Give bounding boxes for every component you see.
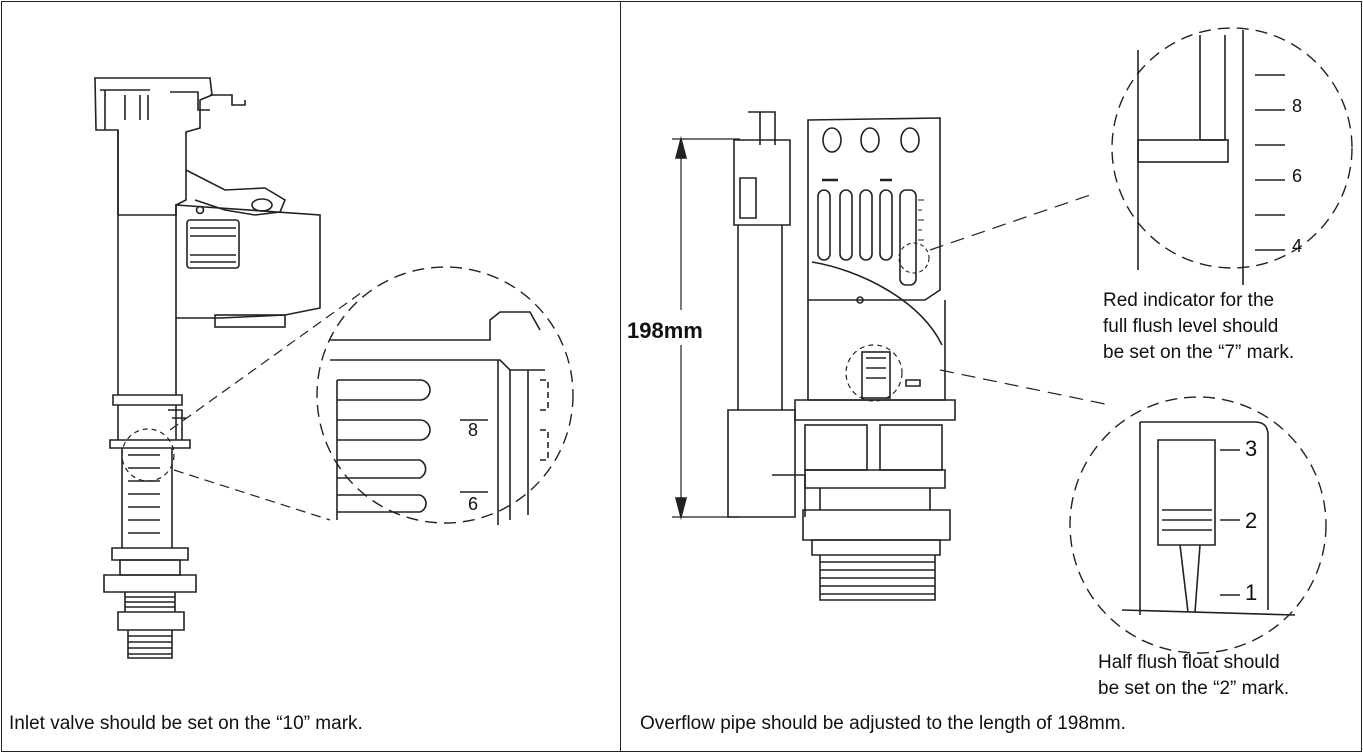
inlet-zoom-detail [330,311,549,525]
inlet-valve-drawing [94,77,574,659]
overflow-pipe-caption: Overflow pipe should be adjusted to the … [640,713,1126,734]
half-flush-mark-3: 3 [1245,436,1257,461]
half-flush-callout: Half flush float should be set on the “2… [1098,650,1289,702]
full-flush-zoom-detail [1137,30,1285,285]
zoom-mark-8: 8 [468,420,478,440]
full-flush-mark-8: 8 [1292,96,1302,116]
half-flush-mark-1: 1 [1245,580,1257,605]
full-flush-mark-6: 6 [1292,166,1302,186]
inlet-valve-caption: Inlet valve should be set on the “10” ma… [9,713,363,734]
full-flush-line-1: Red indicator for the [1103,290,1275,311]
full-flush-callout: Red indicator for the full flush level s… [1103,288,1294,366]
flush-valve-drawing [672,27,1353,654]
half-flush-line-1: Half flush float should [1098,652,1280,673]
dimension-label: 198mm [627,318,703,343]
full-flush-line-3: be set on the “7” mark. [1103,342,1295,363]
flush-valve-panel [620,1,1362,752]
zoom-mark-6: 6 [468,494,478,514]
full-flush-mark-4: 4 [1292,236,1302,256]
half-flush-line-2: be set on the “2” mark. [1098,678,1290,699]
half-flush-zoom-detail [1121,421,1296,616]
half-flush-mark-2: 2 [1245,508,1257,533]
full-flush-line-2: full flush level should [1103,316,1279,337]
